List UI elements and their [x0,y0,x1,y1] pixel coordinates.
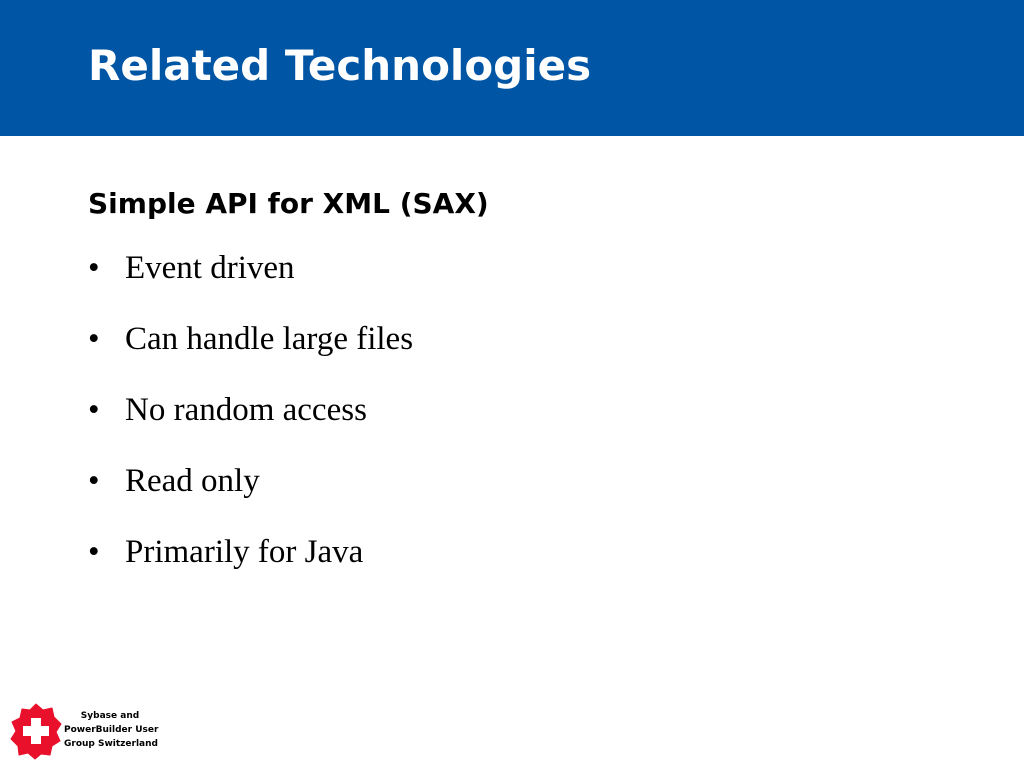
org-name-line: Sybase and [80,711,140,721]
bullet-text: Can handle large files [125,321,414,357]
bullet-text: Read only [125,463,260,499]
org-name-line: Group Switzerland [64,739,158,749]
slide-title: Related Technologies [88,41,592,90]
bullet-text: Primarily for Java [125,534,364,570]
section-subtitle: Simple API for XML (SAX) [88,187,489,220]
bullet-icon: • [88,392,100,428]
bullet-text: Event driven [125,250,295,286]
org-name-line: PowerBuilder User [64,725,159,735]
org-name: Sybase and PowerBuilder User Group Switz… [64,709,159,751]
bullet-icon: • [88,250,100,286]
bullet-icon: • [88,463,100,499]
bullet-text: No random access [125,392,367,428]
swiss-cross-icon [10,702,62,760]
title-bar: Related Technologies [0,0,1024,136]
bullet-icon: • [88,321,100,357]
bullet-icon: • [88,534,100,570]
